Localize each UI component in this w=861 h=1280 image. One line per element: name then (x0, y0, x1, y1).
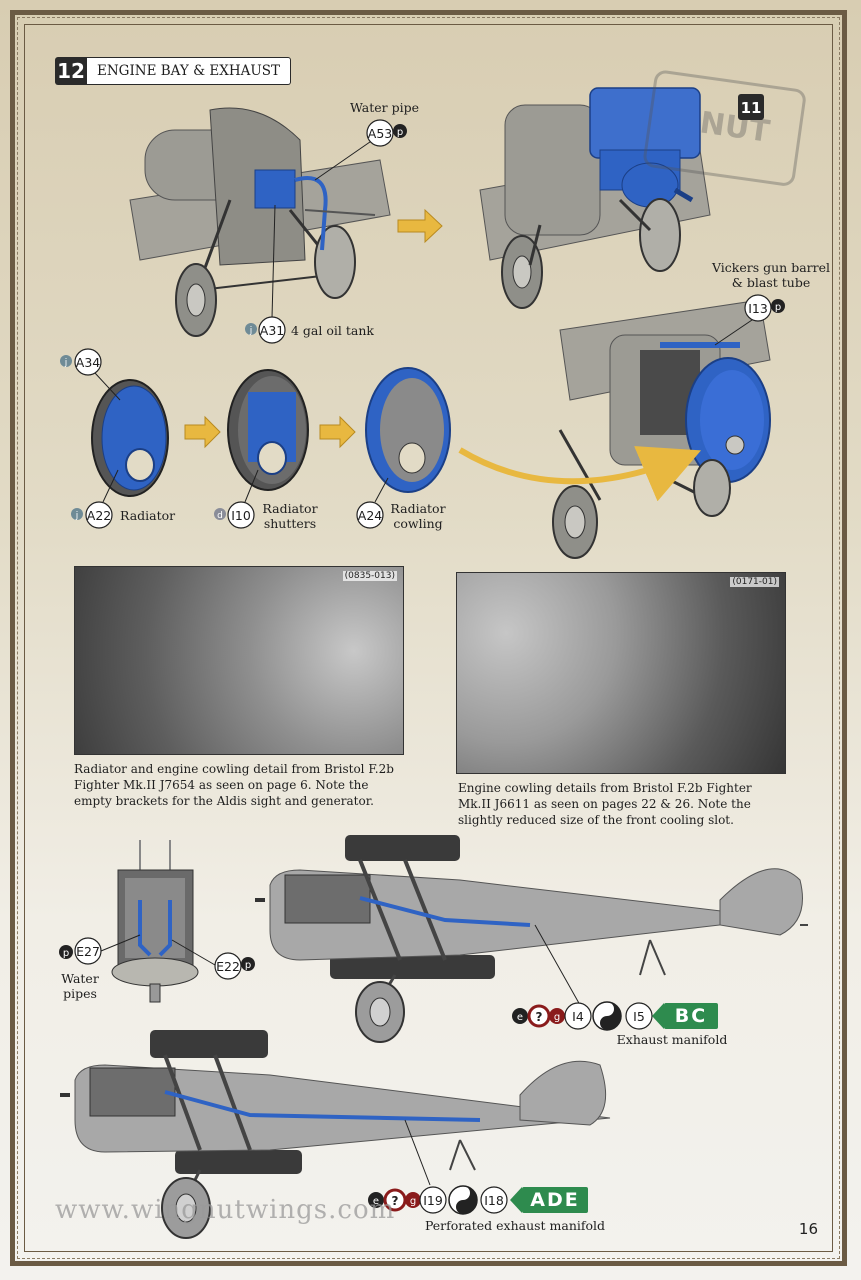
part-i5: I5 (633, 1009, 645, 1024)
version-code-bc: BC (652, 1003, 718, 1029)
label-water-pipe: Water pipe (350, 100, 419, 115)
paint-q-ade: ? (392, 1194, 399, 1208)
part-a24: A24 (358, 508, 383, 523)
paint-j-a31: j (249, 326, 253, 336)
page-frame-inner (24, 24, 833, 1252)
label-vickers-1: Vickers gun barrel (711, 260, 830, 275)
radiator-stage-2 (227, 369, 309, 491)
part-i10: I10 (231, 508, 251, 523)
label-perforated-exhaust: Perforated exhaust manifold (425, 1218, 605, 1233)
engine-bay-illustration (129, 107, 391, 337)
paint-p-e22: p (245, 960, 251, 971)
photo-ref-left: (0835-013) (342, 571, 397, 581)
paint-e-ade: e (373, 1196, 379, 1207)
yin-yang-icon (448, 1185, 478, 1215)
paint-e-bc: e (517, 1012, 523, 1023)
label-water-pipes-2: pipes (63, 986, 97, 1001)
reference-photo-left: (0835-013) (74, 566, 404, 755)
part-a22: A22 (87, 508, 111, 523)
part-i13: I13 (748, 301, 768, 316)
label-water-pipes-1: Water (61, 971, 99, 986)
sequence-arrow-icon (397, 208, 443, 244)
part-e22: E22 (216, 959, 240, 974)
label-exhaust-manifold: Exhaust manifold (617, 1032, 728, 1047)
label-radiator: Radiator (120, 508, 175, 523)
watermark: www.wingnutwings.com (55, 1195, 396, 1225)
caption-left: Radiator and engine cowling detail from … (74, 762, 394, 808)
caption-right: Engine cowling details from Bristol F.2b… (458, 781, 752, 827)
paint-p-a53: p (397, 127, 403, 138)
sequence-arrow-icon (184, 415, 221, 449)
page-frame-mid (17, 17, 840, 1259)
step-number: 12 (55, 57, 87, 85)
radiator-stage-3 (365, 367, 451, 493)
page-frame-outer (10, 10, 847, 1266)
radiator-stage-1 (91, 379, 169, 497)
engine-front-view (111, 840, 199, 1003)
paint-p-i13: p (775, 302, 781, 313)
paint-j-a34: j (64, 358, 68, 368)
aircraft-side-view-ade (60, 1030, 611, 1239)
photo-ref-right: (0171-01) (730, 577, 779, 587)
aircraft-side-view-bc (255, 835, 808, 1043)
install-arrow-icon (458, 446, 702, 502)
part-i4: I4 (572, 1009, 584, 1024)
paint-j-a22: j (75, 511, 79, 521)
sequence-arrow-icon (319, 415, 356, 449)
paint-p-e27: p (63, 948, 69, 959)
label-radiator-shutters-1: Radiator (262, 501, 317, 516)
reference-photo-right: (0171-01) (456, 572, 786, 774)
paint-q-bc: ? (536, 1010, 543, 1024)
part-e27: E27 (76, 944, 100, 959)
label-radiator-cowling-1: Radiator (390, 501, 445, 516)
version-code-ade: ADE (510, 1187, 588, 1213)
part-a31: A31 (260, 323, 284, 338)
label-radiator-cowling-2: cowling (393, 516, 442, 531)
yin-yang-icon (592, 1001, 622, 1031)
part-i19: I19 (423, 1193, 443, 1208)
part-a34: A34 (76, 355, 101, 370)
paint-d-i10: d (217, 511, 223, 521)
step-title: ENGINE BAY & EXHAUST (87, 57, 291, 85)
label-vickers-2: & blast tube (732, 275, 810, 290)
part-i18: I18 (484, 1193, 504, 1208)
label-oil-tank: 4 gal oil tank (291, 323, 374, 338)
part-a53: A53 (368, 126, 392, 141)
reference-step-number: 11 (741, 99, 762, 117)
radiator-installed-illustration (552, 299, 771, 559)
label-radiator-shutters-2: shutters (264, 516, 316, 531)
step-header: 12 ENGINE BAY & EXHAUST (55, 57, 291, 85)
page-number: 16 (798, 1220, 818, 1238)
paint-g-ade: g (410, 1196, 416, 1207)
paint-g-bc: g (554, 1012, 560, 1023)
